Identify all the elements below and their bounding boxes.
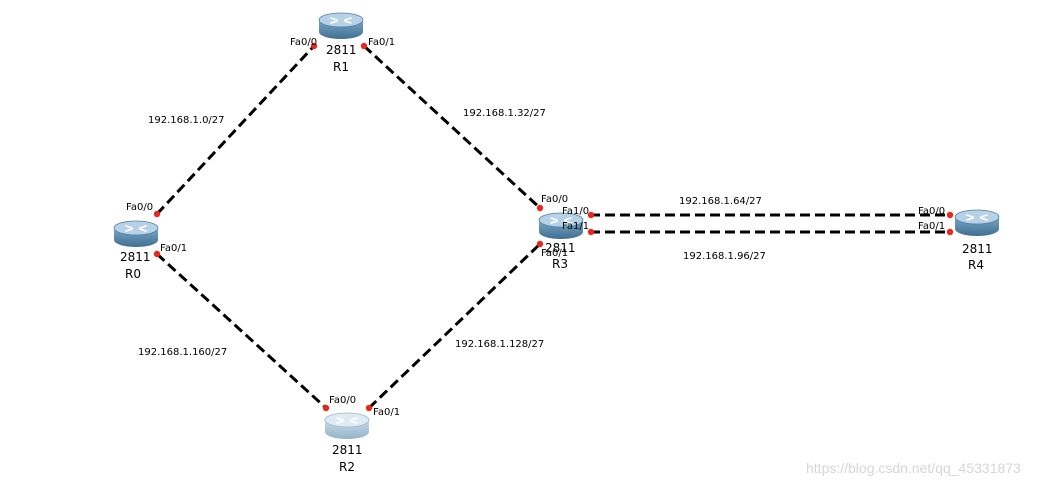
- port-label-r0-r2-a: Fa0/1: [160, 243, 187, 254]
- port-dots: [153, 42, 954, 412]
- port-dot: [153, 250, 161, 258]
- port-dot: [946, 228, 954, 236]
- port-dot: [365, 404, 373, 412]
- router-name: R3: [552, 257, 568, 271]
- router-r1[interactable]: 2811 R1: [318, 12, 364, 74]
- port-dot: [587, 211, 595, 219]
- router-model: 2811: [962, 242, 993, 256]
- router-model: 2811: [545, 241, 576, 255]
- network-label-r1-r3: 192.168.1.32/27: [463, 108, 546, 119]
- port-dot: [536, 240, 544, 248]
- router-name: R2: [339, 460, 355, 474]
- link-r0-r1: [155, 44, 316, 216]
- port-label-r1-r3-b: Fa0/0: [541, 194, 568, 205]
- port-label-r3-r4-a-b: Fa0/0: [918, 206, 945, 217]
- network-label-r2-r3: 192.168.1.128/27: [455, 339, 544, 350]
- router-model: 2811: [120, 250, 151, 264]
- port-label-r3-r4-b-b: Fa0/1: [918, 221, 945, 232]
- port-label-r2-r3-b: Fa0/1: [541, 248, 568, 259]
- port-label-r3-r4-a-a: Fa1/0: [562, 206, 589, 217]
- network-label-r0-r2: 192.168.1.160/27: [138, 347, 227, 358]
- link-r2-r3: [367, 242, 542, 410]
- router-r0[interactable]: 2811 R0: [113, 220, 159, 281]
- port-label-r1-r3-a: Fa0/1: [368, 37, 395, 48]
- watermark: https://blog.csdn.net/qq_45331873: [806, 460, 1021, 476]
- router-r3[interactable]: 2811 R3: [538, 212, 584, 271]
- network-label-r3-r4-b: 192.168.1.96/27: [683, 251, 766, 262]
- network-label-r3-r4-a: 192.168.1.64/27: [679, 196, 762, 207]
- port-label-r0-r1-a: Fa0/0: [126, 202, 153, 213]
- port-label-r2-r3-a: Fa0/1: [373, 407, 400, 418]
- port-dot: [360, 42, 368, 50]
- port-label-r3-r4-b-a: Fa1/1: [562, 221, 589, 232]
- router-icon: [324, 412, 370, 440]
- router-name: R1: [333, 60, 349, 74]
- router-model: 2811: [326, 43, 357, 57]
- network-label-r0-r1: 192.168.1.0/27: [148, 115, 225, 126]
- router-r4[interactable]: 2811 R4: [954, 209, 1000, 272]
- port-dot: [587, 228, 595, 236]
- link-r1-r3: [362, 44, 542, 210]
- router-name: R0: [125, 267, 141, 281]
- router-icon: [113, 220, 159, 248]
- port-label-r0-r2-b: Fa0/0: [329, 395, 356, 406]
- port-dot: [310, 42, 318, 50]
- router-r2[interactable]: 2811 R2: [324, 412, 370, 474]
- link-r0-r2: [155, 252, 328, 410]
- router-model: 2811: [332, 443, 363, 457]
- port-dot: [536, 204, 544, 212]
- port-label-r0-r1-b: Fa0/0: [290, 37, 317, 48]
- router-icon: [318, 12, 364, 40]
- router-name: R4: [968, 258, 984, 272]
- port-dot: [153, 210, 161, 218]
- router-icon: [954, 209, 1000, 237]
- port-dot: [322, 404, 330, 412]
- port-dot: [946, 211, 954, 219]
